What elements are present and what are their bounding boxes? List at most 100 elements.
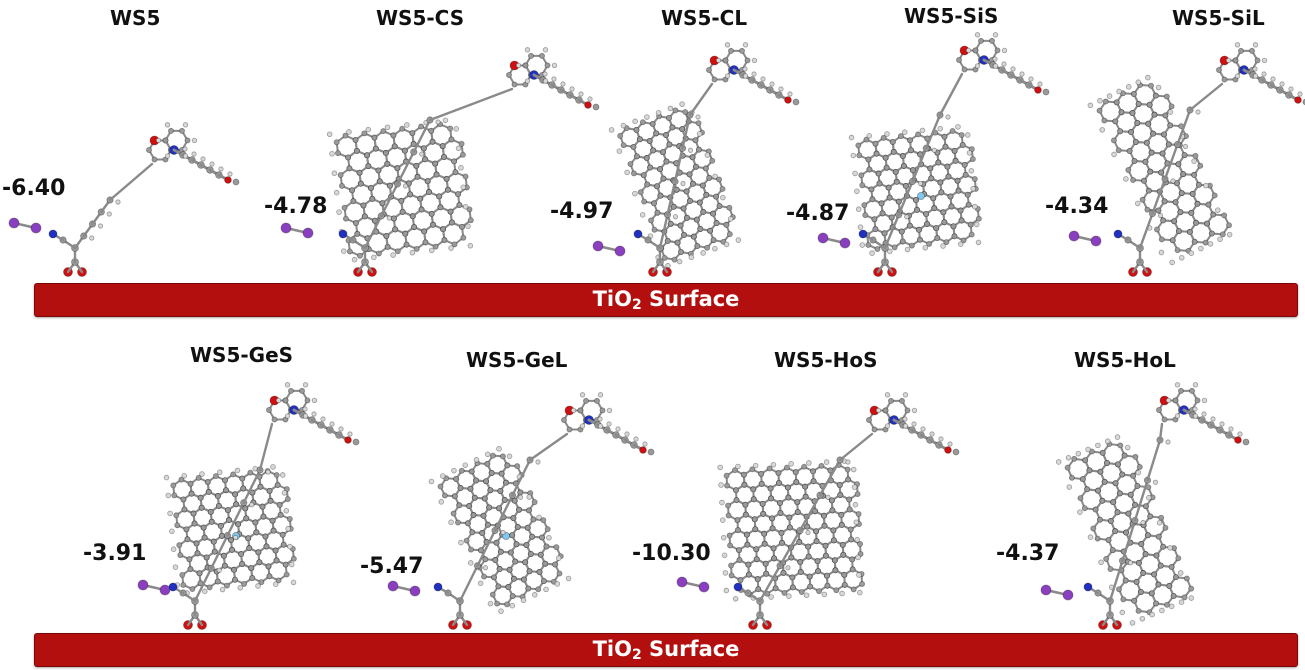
carbon-atom <box>935 159 942 166</box>
hydrogen-atom <box>855 554 861 561</box>
carbon-atom <box>544 526 551 533</box>
carbon-atom <box>1103 555 1110 562</box>
carbon-atom <box>751 516 758 523</box>
carbon-atom <box>696 199 703 206</box>
hydrogen-atom <box>284 413 291 419</box>
carbon-atom <box>361 130 368 137</box>
carbon-atom <box>1110 137 1117 144</box>
carbon-atom <box>692 137 699 144</box>
carbon-atom <box>916 236 923 243</box>
carbon-atom <box>1090 525 1097 532</box>
carbon-atom <box>1158 236 1165 243</box>
carbon-atom <box>522 62 529 69</box>
carbon-atom <box>741 481 748 488</box>
carbon-atom <box>1221 76 1228 83</box>
carbon-atom <box>630 170 637 177</box>
hydrogen-atom <box>778 86 784 92</box>
adsorption-energy-ws5-ges: -3.91 <box>83 541 147 566</box>
hydrogen-atom <box>712 245 718 252</box>
structure-title-ws5-hos: WS5-HoS <box>774 348 878 372</box>
hydrogen-atom <box>498 608 504 614</box>
carbon-atom <box>1145 120 1152 127</box>
carbon-atom <box>1178 387 1185 394</box>
carbon-atom <box>511 81 518 88</box>
hydrogen-atom <box>1159 607 1165 614</box>
carbon-atom <box>1135 559 1142 566</box>
hydrogen-atom <box>578 91 584 97</box>
structure-title-ws5-hol: WS5-HoL <box>1074 348 1176 372</box>
carbon-atom <box>673 186 680 193</box>
carbon-atom <box>399 125 406 132</box>
carbon-atom <box>247 469 254 476</box>
hydrogen-atom <box>1104 438 1111 445</box>
oxygen-atom <box>1234 436 1242 444</box>
iodine-atom <box>839 237 851 249</box>
carbon-atom <box>1143 139 1150 146</box>
hydrogen-atom <box>911 421 917 427</box>
carbon-atom <box>711 76 718 83</box>
carbon-atom <box>832 567 839 574</box>
carbon-atom <box>227 536 234 543</box>
carbon-atom <box>648 217 655 224</box>
carbon-atom <box>975 215 982 222</box>
carbon-atom <box>1116 490 1123 497</box>
hydrogen-atom <box>509 602 516 609</box>
tio2-surface-top: TiO2 Surface <box>34 283 1298 317</box>
carbon-atom <box>775 479 782 486</box>
hydrogen-atom <box>851 484 858 490</box>
carbon-atom <box>342 132 349 139</box>
carbon-atom <box>256 559 263 566</box>
hydrogen-atom <box>473 456 480 463</box>
hydrogen-atom <box>409 249 416 256</box>
carbon-atom <box>845 476 852 483</box>
adsorption-energy-ws5-hol: -4.37 <box>996 541 1060 566</box>
hydrogen-atom <box>742 73 749 79</box>
carbon-atom <box>496 505 503 512</box>
hydrogen-atom <box>451 467 457 474</box>
hydrogen-atom <box>587 96 593 102</box>
carbon-atom <box>813 528 820 535</box>
hydrogen-atom <box>992 56 998 62</box>
carbon-atom <box>1084 486 1091 493</box>
carbon-atom <box>891 244 898 251</box>
hydrogen-atom <box>1168 603 1175 610</box>
carbon-atom <box>391 143 398 150</box>
hydrogen-atom <box>717 464 723 471</box>
hydrogen-atom <box>620 122 627 129</box>
carbon-atom <box>467 546 474 553</box>
hydrogen-atom <box>727 216 734 222</box>
carbon-atom <box>841 571 848 578</box>
carbon-atom <box>872 140 879 147</box>
hydrogen-atom <box>972 203 978 210</box>
carbon-atom <box>949 127 956 134</box>
hydrogen-atom <box>968 167 975 174</box>
carbon-atom <box>900 162 907 169</box>
carbon-atom <box>1144 532 1151 539</box>
hydrogen-atom <box>455 145 462 152</box>
carbon-atom <box>1165 141 1172 148</box>
hydrogen-atom <box>462 203 469 210</box>
carbon-atom <box>830 527 837 534</box>
carbon-atom <box>484 521 491 528</box>
carbon-atom <box>231 576 238 583</box>
hydrogen-atom <box>227 171 233 177</box>
carbon-atom <box>810 478 817 485</box>
hydrogen-atom <box>735 463 741 470</box>
hydrogen-atom <box>1001 47 1008 54</box>
hydrogen-atom <box>672 214 679 220</box>
oxygen-atom <box>944 446 952 454</box>
carbon-atom <box>542 560 549 567</box>
carbon-atom <box>200 524 207 531</box>
hydrogen-atom <box>351 256 358 263</box>
hydrogen-atom <box>642 441 648 447</box>
carbon-atom <box>879 210 886 217</box>
carbon-atom <box>683 188 690 195</box>
carbon-atom <box>540 577 547 584</box>
carbon-atom <box>1126 148 1133 155</box>
carbon-atom <box>173 512 180 519</box>
carbon-atom <box>409 213 416 220</box>
carbon-atom <box>839 541 846 548</box>
carbon-atom <box>1195 181 1202 188</box>
hydrogen-atom <box>569 86 575 92</box>
carbon-atom <box>647 164 654 171</box>
